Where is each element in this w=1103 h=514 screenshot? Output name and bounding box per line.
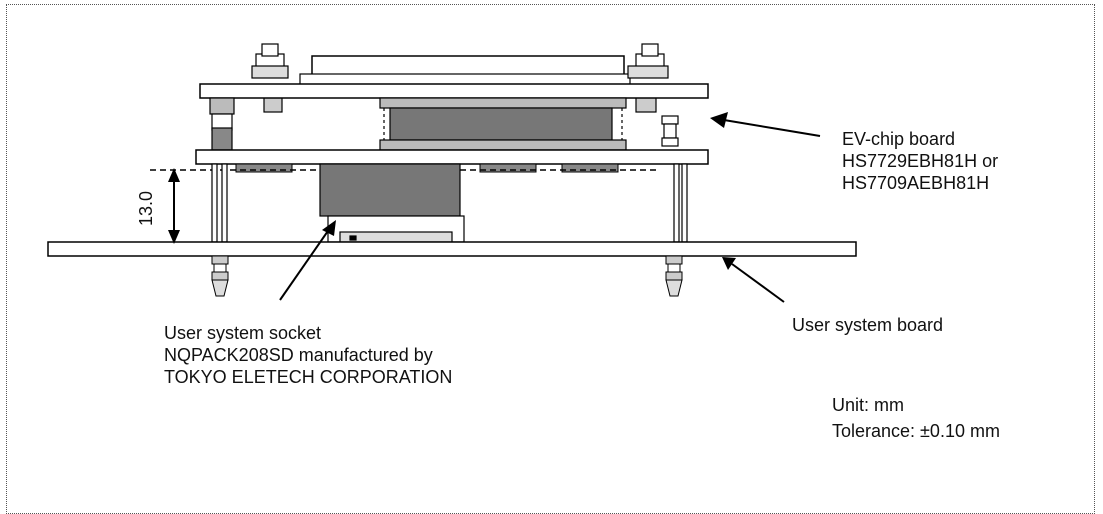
assembly-drawing	[47, 43, 857, 303]
ev-chip-board-line-2: HS7729EBH81H or	[842, 151, 999, 171]
top-connector	[299, 55, 631, 89]
left-spacer	[209, 97, 235, 151]
user-socket-line-3: TOKYO ELETECH CORPORATION	[164, 367, 453, 387]
user-socket-label: User system socket NQPACK208SD manufactu…	[164, 322, 452, 388]
under-board-parts	[235, 163, 619, 173]
dimension-label: 13.0	[136, 190, 156, 226]
ev-chip-board	[195, 149, 709, 165]
unit-label: Unit: mm	[832, 395, 904, 415]
user-system-board	[47, 241, 857, 257]
ev-chip-board-line-3: HS7709AEBH81H	[842, 173, 990, 193]
dimension-arrow	[168, 168, 180, 244]
callout-arrows	[279, 112, 821, 303]
user-board-label: User system board	[792, 315, 944, 335]
user-system-socket	[319, 163, 465, 243]
user-socket-line-2: NQPACK208SD manufactured by	[164, 345, 433, 365]
user-socket-line-1: User system socket	[164, 323, 322, 343]
top-right-screw	[627, 43, 669, 113]
top-board	[199, 83, 709, 99]
right-bolt	[661, 115, 679, 147]
ev-chip-board-label: EV-chip board HS7729EBH81H or HS7709AEBH…	[842, 128, 998, 194]
ev-chip-board-line-1: EV-chip board	[842, 129, 956, 149]
bottom-left-fastener	[211, 255, 229, 297]
top-left-screw	[251, 43, 289, 113]
bottom-right-fastener	[665, 255, 683, 297]
ev-chip	[379, 97, 627, 151]
tolerance-label: Tolerance: ±0.10 mm	[832, 421, 1000, 441]
